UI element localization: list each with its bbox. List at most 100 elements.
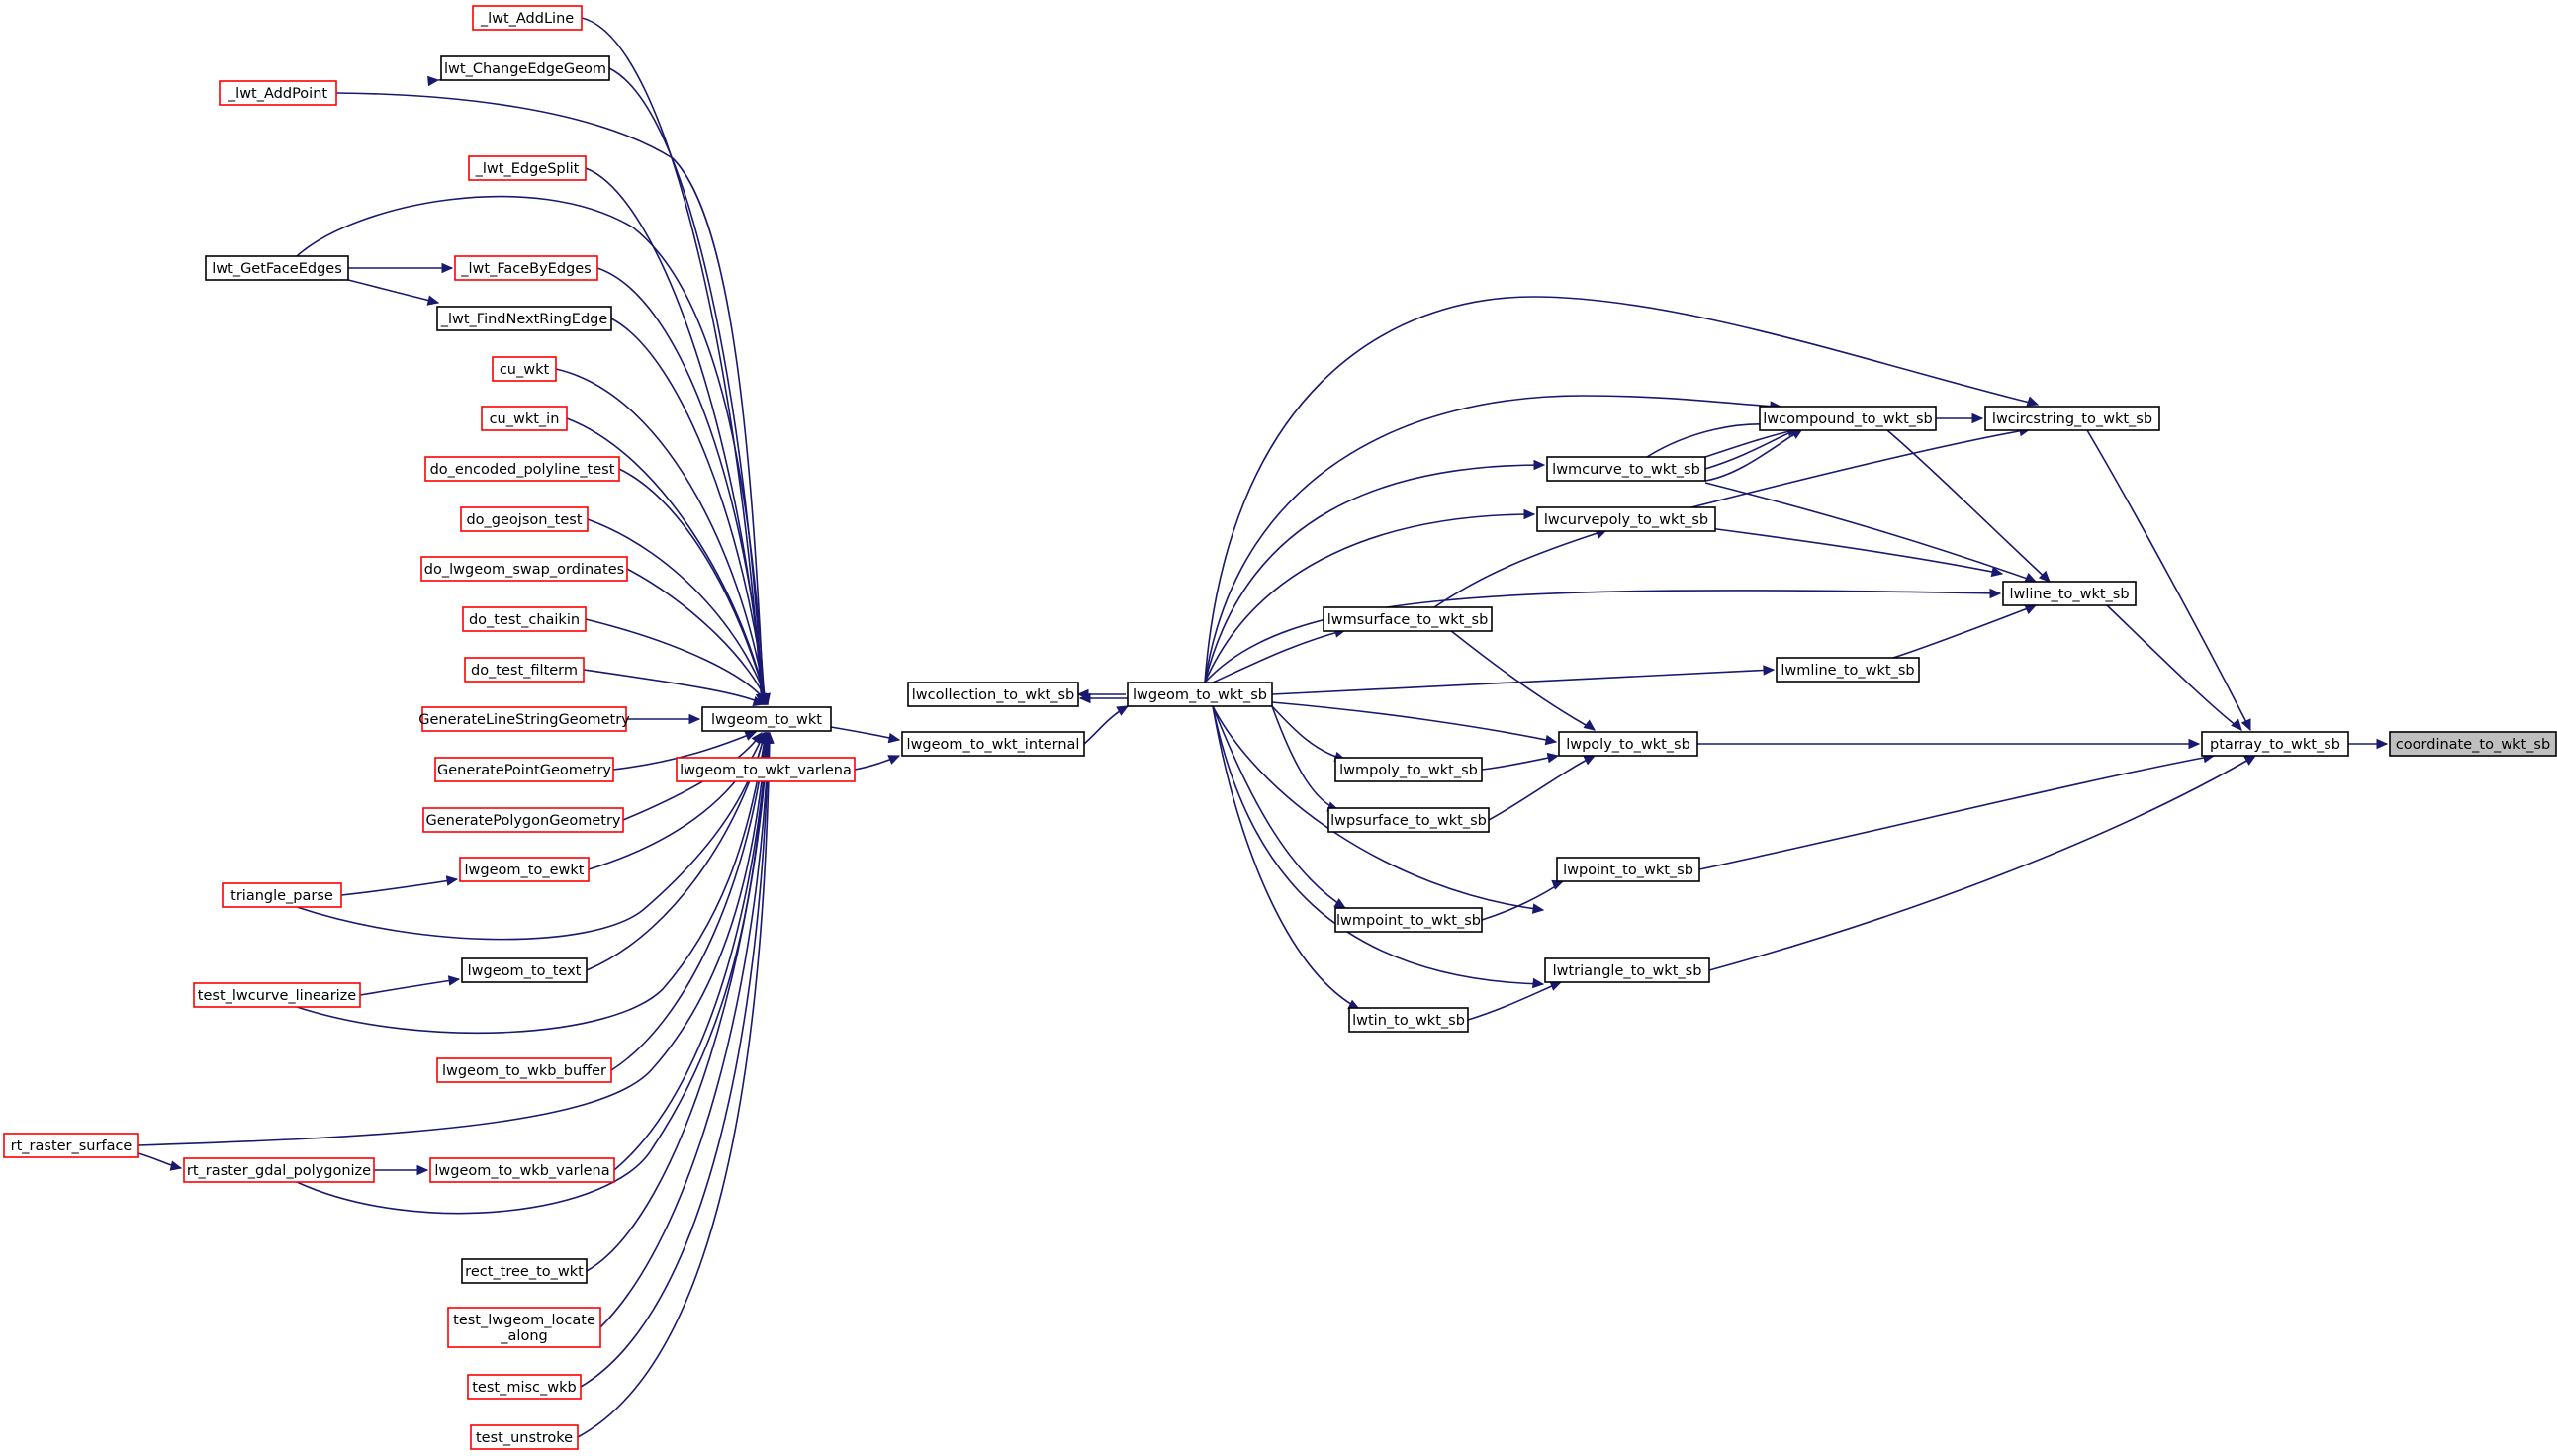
call-edge <box>618 468 768 705</box>
graph-node-ptarray[interactable]: ptarray_to_wkt_sb <box>2201 731 2349 757</box>
call-edge <box>2086 429 2251 731</box>
edge-arrowhead <box>1546 752 1560 764</box>
call-edge <box>1204 464 1544 683</box>
node-box <box>461 957 588 983</box>
graph-node-line[interactable]: lwline_to_wkt_sb <box>2002 581 2137 606</box>
node-box <box>492 356 557 382</box>
graph-node-triangle[interactable]: lwtriangle_to_wkt_sb <box>1544 957 1710 983</box>
edge-arrowhead <box>1971 412 1984 424</box>
node-label: lwpoint_to_wkt_sb <box>1563 863 1693 878</box>
graph-node-misc-wkb[interactable]: test_misc_wkb <box>467 1374 582 1400</box>
call-edge <box>577 732 771 1438</box>
graph-node-mpoly[interactable]: lwmpoly_to_wkt_sb <box>1334 757 1483 782</box>
graph-node-filterm[interactable]: do_test_filterm <box>464 657 585 682</box>
call-edge <box>585 618 769 705</box>
graph-node-facebyedges[interactable]: _lwt_FaceByEdges <box>454 255 598 281</box>
node-label: lwtriangle_to_wkt_sb <box>1553 963 1702 979</box>
call-edge <box>1892 604 2037 659</box>
graph-node-psurface[interactable]: lwpsurface_to_wkt_sb <box>1327 807 1490 833</box>
call-edge <box>296 732 766 941</box>
node-label: test_lwcurve_linearize <box>198 988 357 1004</box>
node-label: _lwt_FindNextRingEdge <box>440 312 608 327</box>
node-label: lwmsurface_to_wkt_sb <box>1327 612 1489 628</box>
call-edge <box>1449 629 1596 731</box>
graph-node-wkt-varlena[interactable]: lwgeom_to_wkt_varlena <box>676 757 856 782</box>
graph-node-circstring[interactable]: lwcircstring_to_wkt_sb <box>1984 406 2160 431</box>
node-label: test_unstroke <box>476 1430 573 1446</box>
graph-node-wkt-sb[interactable]: lwgeom_to_wkt_sb <box>1127 682 1273 707</box>
edge-arrowhead <box>887 755 901 765</box>
node-box <box>1334 757 1483 782</box>
graph-node-genpoly[interactable]: GeneratePolygonGeometry <box>422 807 624 833</box>
graph-node-addline[interactable]: _lwt_AddLine <box>472 5 583 31</box>
call-edge <box>359 978 460 996</box>
graph-node-tin[interactable]: lwtin_to_wkt_sb <box>1348 1007 1469 1033</box>
node-box <box>454 255 598 281</box>
graph-node-gdal-polygonize[interactable]: rt_raster_gdal_polygonize <box>183 1157 375 1183</box>
graph-node-getfaceedges[interactable]: lwt_GetFaceEdges <box>205 255 349 281</box>
call-edge <box>296 195 766 705</box>
node-label: lwgeom_to_ewkt <box>465 863 585 878</box>
node-box <box>1558 731 1698 757</box>
graph-node-cu-wkt-in[interactable]: cu_wkt_in <box>481 406 568 431</box>
edge-arrowhead <box>1333 898 1347 909</box>
graph-node-coordinate[interactable]: coordinate_to_wkt_sb <box>2389 731 2557 757</box>
node-box <box>467 1374 582 1400</box>
graph-node-wkb-buffer[interactable]: lwgeom_to_wkb_buffer <box>436 1057 612 1083</box>
node-box <box>472 5 583 31</box>
call-edge <box>613 732 769 1171</box>
node-label: coordinate_to_wkt_sb <box>2396 737 2550 753</box>
node-label: _lwt_FaceByEdges <box>460 261 591 277</box>
graph-node-genpoint[interactable]: GeneratePointGeometry <box>434 757 614 782</box>
graph-node-compound[interactable]: lwcompound_to_wkt_sb <box>1759 406 1937 431</box>
node-label: rt_raster_surface <box>11 1138 133 1154</box>
node-label: triangle_parse <box>230 888 333 904</box>
call-edge <box>830 726 900 741</box>
graph-node-to-ewkt[interactable]: lwgeom_to_ewkt <box>459 857 590 882</box>
graph-node-swap-ordinates[interactable]: do_lwgeom_swap_ordinates <box>420 556 628 582</box>
call-edge <box>1271 669 1775 695</box>
node-box <box>440 55 610 81</box>
graph-node-genline[interactable]: GenerateLineStringGeometry <box>418 706 630 732</box>
graph-node-edgesplit[interactable]: _lwt_EdgeSplit <box>468 155 587 181</box>
call-edge <box>1204 296 2039 683</box>
graph-node-locate-along[interactable]: test_lwgeom_locate_along <box>447 1307 601 1348</box>
call-edge <box>1467 981 1562 1021</box>
graph-node-to-text[interactable]: lwgeom_to_text <box>461 957 588 983</box>
call-edge <box>596 267 766 705</box>
edge-arrowhead <box>426 295 440 306</box>
graph-node-wkt-internal[interactable]: lwgeom_to_wkt_internal <box>901 731 1085 757</box>
node-box <box>434 757 614 782</box>
graph-node-poly[interactable]: lwpoly_to_wkt_sb <box>1558 731 1698 757</box>
graph-node-addpoint[interactable]: _lwt_AddPoint <box>219 80 337 106</box>
graph-node-triangle-parse[interactable]: triangle_parse <box>222 882 342 908</box>
graph-node-changeedgegeom[interactable]: lwt_ChangeEdgeGeom <box>440 55 610 81</box>
graph-node-geojson-test[interactable]: do_geojson_test <box>460 506 589 532</box>
node-label: lwtin_to_wkt_sb <box>1352 1013 1465 1029</box>
call-edge <box>586 732 769 1272</box>
node-box <box>422 807 624 833</box>
graph-node-mcurve[interactable]: lwmcurve_to_wkt_sb <box>1546 456 1706 482</box>
graph-node-mline[interactable]: lwmline_to_wkt_sb <box>1776 657 1920 682</box>
graph-node-encoded-polyline[interactable]: do_encoded_polyline_test <box>424 456 620 482</box>
node-label: cu_wkt <box>500 362 550 378</box>
graph-node-cu-wkt[interactable]: cu_wkt <box>492 356 557 382</box>
graph-node-point[interactable]: lwpoint_to_wkt_sb <box>1556 857 1700 882</box>
graph-node-chaikin[interactable]: do_test_chaikin <box>462 606 587 632</box>
graph-node-mpoint[interactable]: lwmpoint_to_wkt_sb <box>1334 907 1483 933</box>
node-label: lwpsurface_to_wkt_sb <box>1330 813 1487 829</box>
graph-node-unstroke[interactable]: test_unstroke <box>470 1424 579 1450</box>
graph-node-wkb-varlena[interactable]: lwgeom_to_wkb_varlena <box>429 1157 615 1183</box>
edge-arrowhead <box>1078 692 1091 704</box>
graph-node-findnextringedge[interactable]: _lwt_FindNextRingEdge <box>436 306 612 331</box>
graph-node-curvepoly[interactable]: lwcurvepoly_to_wkt_sb <box>1536 506 1716 532</box>
graph-node-lwgeom-to-wkt[interactable]: lwgeom_to_wkt <box>701 706 832 732</box>
graph-node-rect-tree[interactable]: rect_tree_to_wkt <box>461 1258 588 1284</box>
node-label: do_encoded_polyline_test <box>430 462 615 478</box>
graph-node-collection[interactable]: lwcollection_to_wkt_sb <box>907 682 1079 707</box>
graph-node-lwcurve-linearize[interactable]: test_lwcurve_linearize <box>193 982 361 1008</box>
graph-node-msurface[interactable]: lwmsurface_to_wkt_sb <box>1323 606 1493 632</box>
call-edge <box>626 568 769 705</box>
graph-node-raster-surface[interactable]: rt_raster_surface <box>3 1133 139 1158</box>
